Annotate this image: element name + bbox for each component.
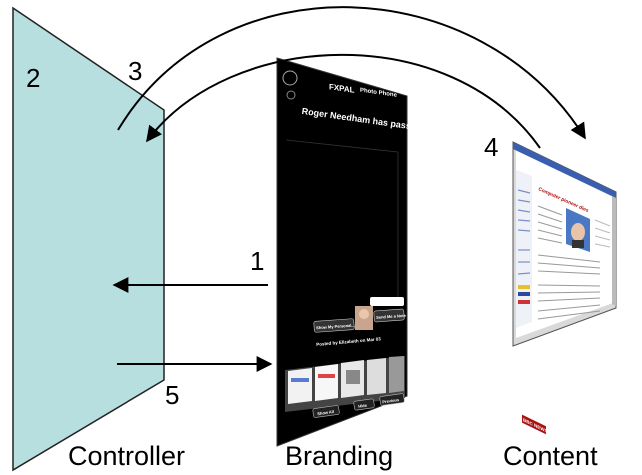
branding-screen: FXPAL Photo Phone Roger Needham has pass… (276, 57, 446, 447)
article-photo (566, 208, 590, 252)
arrow-content-to-controller (146, 53, 541, 149)
step-label-5: 5 (165, 380, 179, 410)
arrow-controller-to-content (117, 6, 586, 140)
show-personal-button[interactable] (313, 318, 355, 333)
footer-show-all-label: Show All (317, 409, 334, 416)
caption-content: Content (503, 441, 598, 471)
show-personal-label: Show My Personal... (316, 323, 355, 331)
controller-panel (12, 6, 165, 472)
caption-controller: Controller (68, 441, 185, 471)
send-note-button[interactable] (373, 308, 405, 323)
footer-previous-button[interactable] (379, 393, 405, 406)
content-scrollbar[interactable] (612, 196, 616, 306)
caption-branding: Branding (285, 441, 393, 471)
footer-hide-label: Hide (358, 403, 368, 409)
posted-by: Posted by Elizabeth on Mar 03 (316, 336, 381, 347)
footer-show-all-button[interactable] (312, 405, 340, 418)
branding-subtitle: Photo Phone (360, 88, 398, 99)
step-label-4: 4 (484, 132, 498, 162)
footer-previous-label: Previous (382, 397, 400, 404)
content-screen: BBC NEWS Computer pioneer dies (512, 141, 617, 435)
bbc-logo (522, 414, 546, 435)
thumbnail-strip (285, 356, 405, 412)
clock-icon-small (286, 90, 296, 100)
clock-icon (282, 70, 298, 86)
branding-logo: FXPAL (329, 82, 355, 95)
step-label-3: 3 (128, 56, 142, 86)
send-note-label: Send Me a Note (376, 313, 407, 320)
note-bubble (370, 297, 404, 306)
step-label-2: 2 (26, 63, 40, 93)
footer-hide-button[interactable] (353, 398, 375, 411)
step-label-1: 1 (250, 246, 264, 276)
